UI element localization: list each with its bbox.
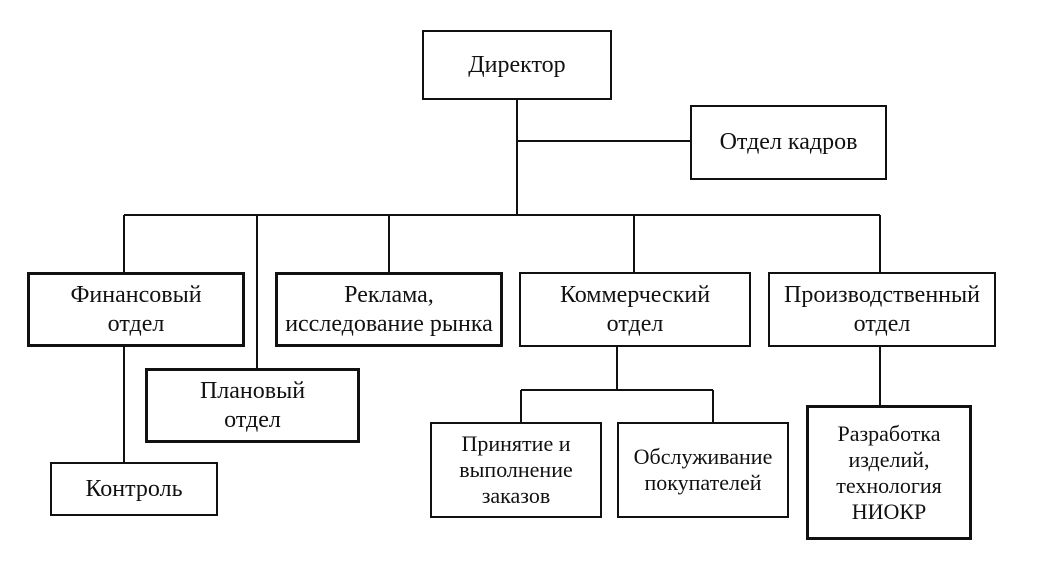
node-commercial: Коммерческий отдел	[519, 272, 751, 347]
node-orders: Принятие и выполнение заказов	[430, 422, 602, 518]
node-finance: Финансовый отдел	[27, 272, 245, 347]
node-rnd: Разработка изделий, технология НИОКР	[806, 405, 972, 540]
node-service: Обслуживание покупателей	[617, 422, 789, 518]
node-production: Производственный отдел	[768, 272, 996, 347]
node-advertising: Реклама, исследование рынка	[275, 272, 503, 347]
node-control: Контроль	[50, 462, 218, 516]
node-hr: Отдел кадров	[690, 105, 887, 180]
node-planning: Плановый отдел	[145, 368, 360, 443]
node-director: Директор	[422, 30, 612, 100]
